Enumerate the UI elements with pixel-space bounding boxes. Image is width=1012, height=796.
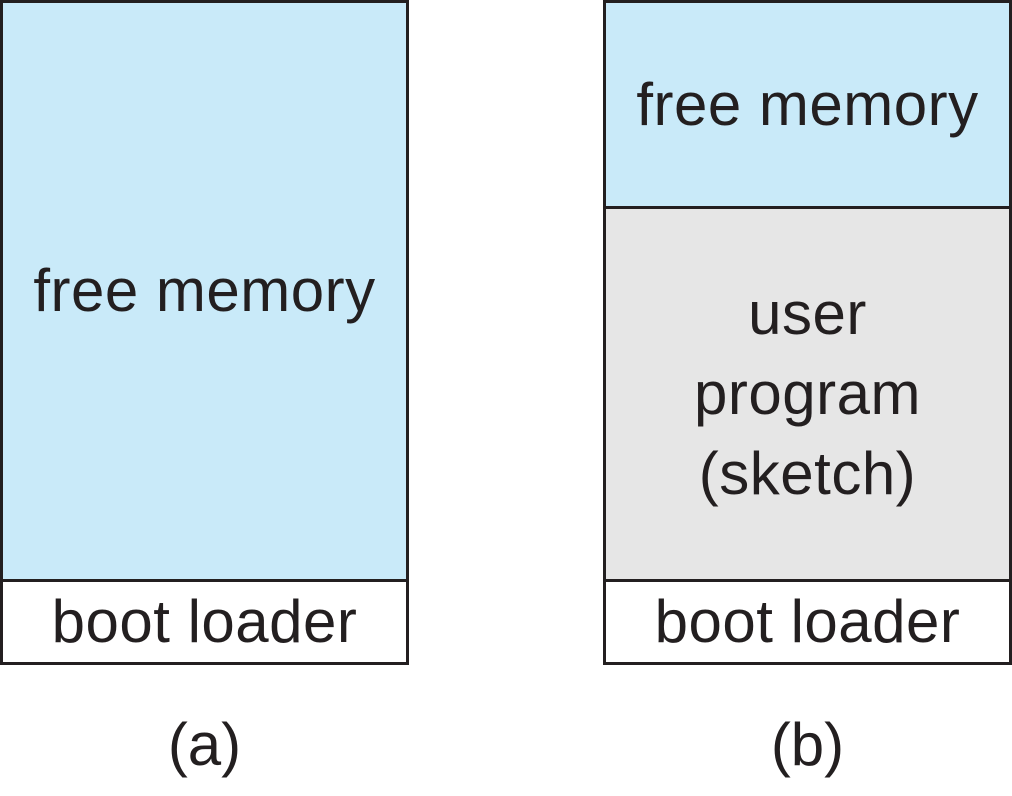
boot-loader-label: boot loader bbox=[51, 588, 358, 655]
user-program-line: program bbox=[694, 360, 921, 427]
free-memory-label: free memory bbox=[636, 70, 979, 138]
boot-loader-region: boot loader bbox=[606, 579, 1009, 662]
user-program-label: user program (sketch) bbox=[694, 274, 921, 514]
user-program-line: user bbox=[748, 280, 867, 347]
free-memory-region: free memory bbox=[3, 3, 406, 579]
user-program-region: user program (sketch) bbox=[606, 206, 1009, 579]
boot-loader-region: boot loader bbox=[3, 579, 406, 662]
boot-loader-label: boot loader bbox=[654, 588, 961, 655]
user-program-line: (sketch) bbox=[698, 440, 917, 507]
caption-b: (b) bbox=[770, 711, 845, 778]
free-memory-label: free memory bbox=[33, 257, 376, 324]
memory-layout-b: free memory user program (sketch) boot l… bbox=[603, 0, 1012, 665]
free-memory-region: free memory bbox=[606, 3, 1009, 206]
caption-a: (a) bbox=[167, 711, 242, 778]
memory-layout-a: free memory boot loader bbox=[0, 0, 409, 665]
